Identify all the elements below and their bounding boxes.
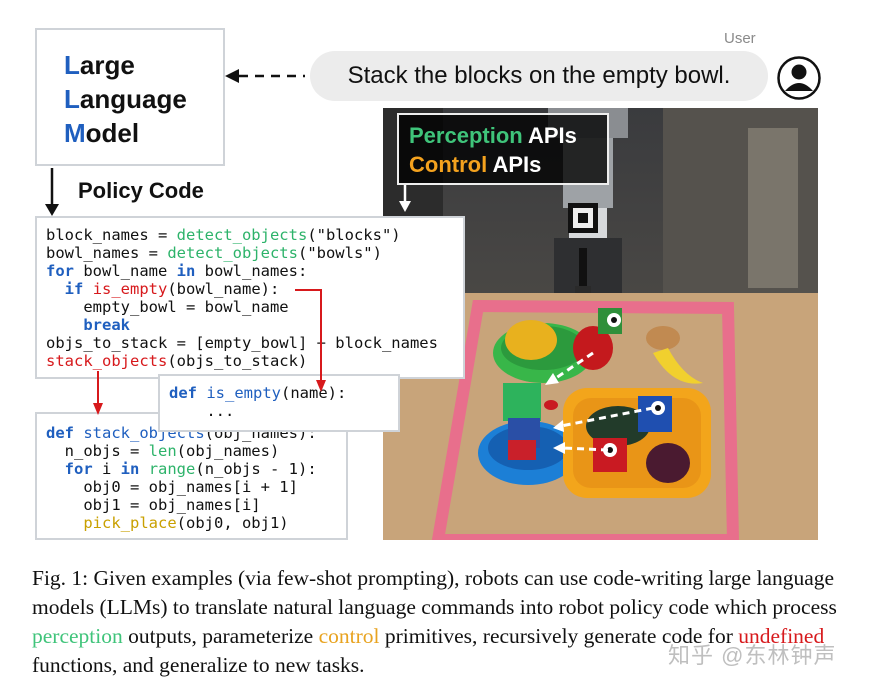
main-policy-code-block: block_names = detect_objects("blocks")bo… <box>35 216 465 379</box>
llm-line-3: Model <box>64 116 223 150</box>
code-token: block_names = <box>46 226 177 244</box>
user-label: User <box>724 30 756 47</box>
code-token: bowl_names = <box>46 244 168 262</box>
code-token <box>74 424 83 442</box>
control-word: Control <box>409 152 488 177</box>
code-token: is_empty <box>92 280 168 298</box>
caption-text-1: Fig. 1: Given examples (via few-shot pro… <box>32 566 837 619</box>
code-token: in <box>176 262 196 280</box>
code-token: range <box>148 460 196 478</box>
code-token: def <box>46 424 74 442</box>
api-box-arrow-icon <box>399 185 411 212</box>
code-token: ... <box>169 402 235 420</box>
code-token: n_objs = <box>46 442 149 460</box>
apis-word: APIs <box>528 123 577 148</box>
code-token: for <box>46 262 74 280</box>
dashed-left-arrow-icon <box>225 69 305 83</box>
policy-code-label: Policy Code <box>78 178 204 203</box>
code-token: i <box>92 460 121 478</box>
llm-word-language: anguage <box>79 84 187 114</box>
caption-text-2: outputs, parameterize <box>122 624 319 648</box>
caption-text-4: functions, and generalize to new tasks. <box>32 653 365 677</box>
code-line: if is_empty(bowl_name): <box>46 280 463 298</box>
code-token: empty_bowl = bowl_name <box>46 298 289 316</box>
code-token: if <box>64 280 84 298</box>
user-avatar-icon <box>777 56 821 100</box>
code-line: ... <box>169 402 398 420</box>
code-token: (obj0, obj1) <box>176 514 289 532</box>
code-token: is_empty <box>206 384 281 402</box>
llm-initial-m: M <box>64 118 86 148</box>
code-token <box>46 316 83 334</box>
code-token <box>46 280 65 298</box>
code-token: obj0 = obj_names[i + 1] <box>46 478 298 496</box>
code-token <box>46 514 83 532</box>
code-token: in <box>120 460 140 478</box>
llm-line-2: Language <box>64 82 223 116</box>
code-token: (bowl_name): <box>167 280 280 298</box>
watermark: 知乎 @东林钟声 <box>668 643 837 668</box>
code-line: break <box>46 316 463 334</box>
code-token: break <box>83 316 130 334</box>
api-legend-box: Perception APIs Control APIs <box>397 113 609 185</box>
code-line: empty_bowl = bowl_name <box>46 298 463 316</box>
llm-word-large: arge <box>79 50 135 80</box>
caption-undefined: undefined <box>738 624 825 648</box>
code-line: for i in range(n_objs - 1): <box>46 460 346 478</box>
code-token <box>83 280 92 298</box>
figure-caption: Fig. 1: Given examples (via few-shot pro… <box>32 564 852 680</box>
code-token: bowl_name <box>74 262 177 280</box>
perception-apis-label: Perception APIs <box>409 121 607 150</box>
code-token: (objs_to_stack) <box>167 352 308 370</box>
stack-objects-code-block: def stack_objects(obj_names): n_objs = l… <box>35 412 348 540</box>
caption-perception: perception <box>32 624 123 648</box>
code-token: stack_objects <box>46 352 168 370</box>
code-line: stack_objects(objs_to_stack) <box>46 352 463 370</box>
caption-control: control <box>318 624 380 648</box>
llm-initial-l2: L <box>64 84 80 114</box>
code-token <box>46 460 65 478</box>
code-token: detect_objects <box>167 244 298 262</box>
code-token <box>139 460 148 478</box>
code-line: block_names = detect_objects("blocks") <box>46 226 463 244</box>
code-line: objs_to_stack = [empty_bowl] + block_nam… <box>46 334 463 352</box>
code-line: pick_place(obj0, obj1) <box>46 514 346 532</box>
code-token: (obj_names) <box>176 442 280 460</box>
code-token: objs_to_stack = [empty_bowl] + block_nam… <box>46 334 438 352</box>
code-line: obj0 = obj_names[i + 1] <box>46 478 346 496</box>
caption-text-3: primitives, recursively generate code fo… <box>379 624 739 648</box>
code-token: bowl_names: <box>195 262 308 280</box>
code-token <box>197 384 206 402</box>
code-token: (n_objs - 1): <box>195 460 317 478</box>
code-token: def <box>169 384 197 402</box>
code-line: n_objs = len(obj_names) <box>46 442 346 460</box>
code-token: pick_place <box>83 514 177 532</box>
code-line: def is_empty(name): <box>169 384 398 402</box>
code-line: for bowl_name in bowl_names: <box>46 262 463 280</box>
code-token: for <box>64 460 93 478</box>
code-line: obj1 = obj_names[i] <box>46 496 346 514</box>
code-token: detect_objects <box>176 226 308 244</box>
code-token: (name): <box>281 384 347 402</box>
perception-word: Perception <box>409 123 523 148</box>
user-message-bubble: Stack the blocks on the empty bowl. <box>310 51 768 101</box>
code-line: bowl_names = detect_objects("bowls") <box>46 244 463 262</box>
is-empty-code-block: def is_empty(name): ... <box>158 374 400 432</box>
llm-word-model: odel <box>85 118 140 148</box>
llm-box: Large Language Model <box>35 28 225 166</box>
code-token: len <box>148 442 177 460</box>
code-token: ("bowls") <box>297 244 382 262</box>
llm-initial-l: L <box>64 50 80 80</box>
control-apis-label: Control APIs <box>409 150 607 179</box>
apis-word-2: APIs <box>492 152 542 177</box>
llm-line-1: Large <box>64 48 223 82</box>
code-token: obj1 = obj_names[i] <box>46 496 261 514</box>
down-arrow-icon <box>45 168 59 216</box>
code-token: ("blocks") <box>307 226 401 244</box>
